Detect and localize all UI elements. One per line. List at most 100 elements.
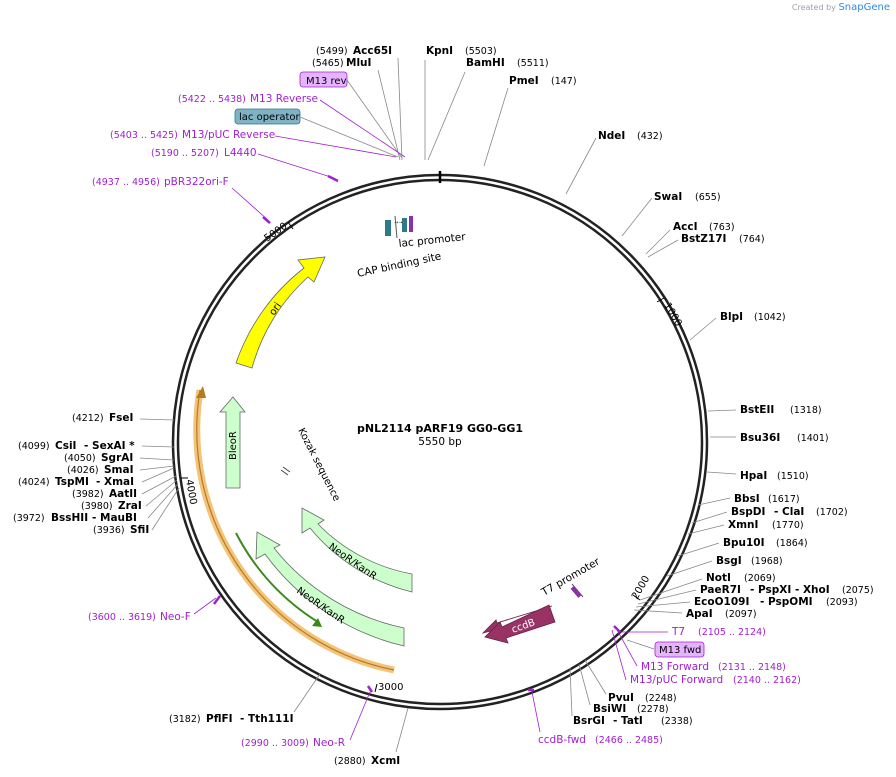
bsgi-label[interactable]: BsgI [716, 555, 742, 567]
m13-forward-label[interactable]: M13 Forward [641, 661, 709, 673]
blpi-label[interactable]: BlpI [720, 311, 743, 323]
plasmid-name: pNL2114 pARF19 GG0-GG1 [357, 422, 523, 435]
pbr322ori-f-label[interactable]: pBR322ori-F [164, 176, 229, 188]
bleor-arrow[interactable] [219, 396, 246, 489]
ndei-pos: (432) [637, 131, 663, 142]
neo-f-label[interactable]: Neo-F [160, 611, 191, 623]
bsrgi-label[interactable]: BsrGI [573, 715, 605, 727]
created-by-text: Created by [791, 3, 836, 12]
bpu10i-pos: (1864) [776, 538, 808, 549]
m13-reverse-label[interactable]: M13 Reverse [250, 93, 318, 105]
neor-kanr-arrow-1[interactable] [255, 531, 405, 647]
pvui-label[interactable]: PvuI [608, 692, 634, 704]
m13fwd-block [570, 586, 582, 598]
kozak-label: Kozak sequence [295, 426, 341, 503]
swai-pos: (655) [695, 192, 721, 203]
bsshii-pos: (3972) [13, 513, 45, 524]
bamhi-pos: (5511) [517, 58, 549, 69]
bbsi-pos: (1617) [768, 494, 800, 505]
maubi-label[interactable]: - MauBI [92, 512, 137, 524]
t7-primer-range: (2105 .. 2124) [698, 627, 766, 638]
bstz17i-pos: (764) [739, 234, 765, 245]
hpai-label[interactable]: HpaI [740, 470, 767, 482]
fsei-label[interactable]: FseI [109, 412, 133, 424]
snapgene-logo: SnapGene [838, 2, 890, 13]
smai-pos: (4026) [67, 465, 99, 476]
noti-label[interactable]: NotI [706, 572, 731, 584]
neor-kanr-arrow-2[interactable] [301, 507, 413, 593]
orf-green-arrowhead [312, 618, 322, 627]
mlui-label[interactable]: MluI [346, 57, 371, 69]
swai-label[interactable]: SwaI [654, 191, 682, 203]
smai-label[interactable]: SmaI [104, 464, 134, 476]
bpu10i-label[interactable]: Bpu10I [723, 537, 765, 549]
xmai-label[interactable]: - XmaI [96, 476, 134, 488]
paer7i-label[interactable]: PaeR7I [700, 584, 741, 596]
xmni-label[interactable]: XmnI [728, 519, 758, 531]
t7-primer-label[interactable]: T7 [671, 626, 685, 638]
xcmi-label[interactable]: XcmI [371, 755, 400, 767]
pflfi-pos: (3182) [169, 714, 201, 725]
lac-operator-box[interactable] [234, 108, 301, 125]
bsshii-label[interactable]: BssHII [51, 512, 88, 524]
l4440-label[interactable]: L4440 [224, 147, 257, 159]
apai-pos: (2097) [725, 609, 757, 620]
pmei-label[interactable]: PmeI [509, 75, 539, 87]
t7-promoter-label: T7 promoter [539, 555, 603, 599]
ori-arrow[interactable] [235, 256, 326, 369]
pbr322ori-f-range: (4937 .. 4956) [92, 177, 160, 188]
sfii-label[interactable]: SfiI [130, 524, 149, 536]
kpni-pos: (5503) [465, 46, 497, 57]
m13puc-reverse-label[interactable]: M13/pUC Reverse [182, 129, 275, 141]
bsiwi-label[interactable]: BsiWI [593, 703, 626, 715]
kpni-label[interactable]: KpnI [426, 45, 453, 57]
clai-label[interactable]: - ClaI [774, 506, 804, 518]
pvui-pos: (2248) [645, 693, 677, 704]
bsu36i-pos: (1401) [797, 433, 829, 444]
ccdb-fwd-label[interactable]: ccdB-fwd [538, 734, 586, 746]
neo-r-label[interactable]: Neo-R [313, 737, 345, 749]
sexai-label[interactable]: - SexAI * [84, 440, 135, 452]
bsu36i-label[interactable]: Bsu36I [740, 432, 780, 444]
sfii-pos: (3936) [93, 525, 125, 536]
m13-fwd-label: M13 fwd [659, 645, 701, 656]
bamhi-label[interactable]: BamHI [466, 57, 505, 69]
zrai-pos: (3980) [81, 501, 113, 512]
tspmi-label[interactable]: TspMI [55, 476, 89, 488]
pspomi-label[interactable]: - PspOMI [760, 596, 813, 608]
pspxi-xhoi-label[interactable]: - PspXI - XhoI [750, 584, 830, 596]
cap-binding-label: CAP binding site [356, 250, 442, 280]
tati-label[interactable]: - TatI [613, 715, 643, 727]
brand-credit: Created by SnapGene [792, 2, 890, 13]
mlui-pos: (5465) [312, 58, 344, 69]
m13-fwd-box[interactable] [654, 641, 705, 658]
pflfi-label[interactable]: PflFI [206, 713, 233, 725]
ecoo109i-label[interactable]: EcoO109I [694, 596, 749, 608]
ndei-label[interactable]: NdeI [598, 130, 625, 142]
csii-label[interactable]: CsiI [55, 440, 76, 452]
acc65i-label[interactable]: Acc65I [353, 45, 392, 57]
lac-operator-label: lac operator [239, 112, 300, 123]
zrai-label[interactable]: ZraI [118, 500, 142, 512]
blpi-pos: (1042) [754, 312, 786, 323]
bstz17i-label[interactable]: BstZ17I [681, 233, 726, 245]
sgrai-label[interactable]: SgrAI [101, 452, 133, 464]
ccdb-arrow[interactable] [484, 604, 556, 644]
bbsi-label[interactable]: BbsI [734, 493, 760, 505]
lac-promoter-label: lac promoter [398, 231, 467, 250]
ccdb-fwd-range: (2466 .. 2485) [595, 735, 663, 746]
noti-pos: (2069) [744, 573, 776, 584]
bsteii-label[interactable]: BstEII [740, 404, 774, 416]
apai-label[interactable]: ApaI [686, 608, 713, 620]
acci-label[interactable]: AccI [673, 221, 697, 233]
tth111i-label[interactable]: - Tth111I [240, 713, 294, 725]
m13puc-forward-label[interactable]: M13/pUC Forward [630, 674, 723, 686]
lac-mini-arrow: →→ [394, 220, 402, 226]
lac-op-block [402, 218, 407, 232]
aatii-label[interactable]: AatII [109, 488, 137, 500]
bleor-label: BleoR [228, 431, 239, 460]
bspdi-label[interactable]: BspDI [731, 506, 765, 518]
m13-rev-box[interactable] [299, 71, 348, 88]
plasmid-length: 5550 bp [418, 436, 462, 448]
